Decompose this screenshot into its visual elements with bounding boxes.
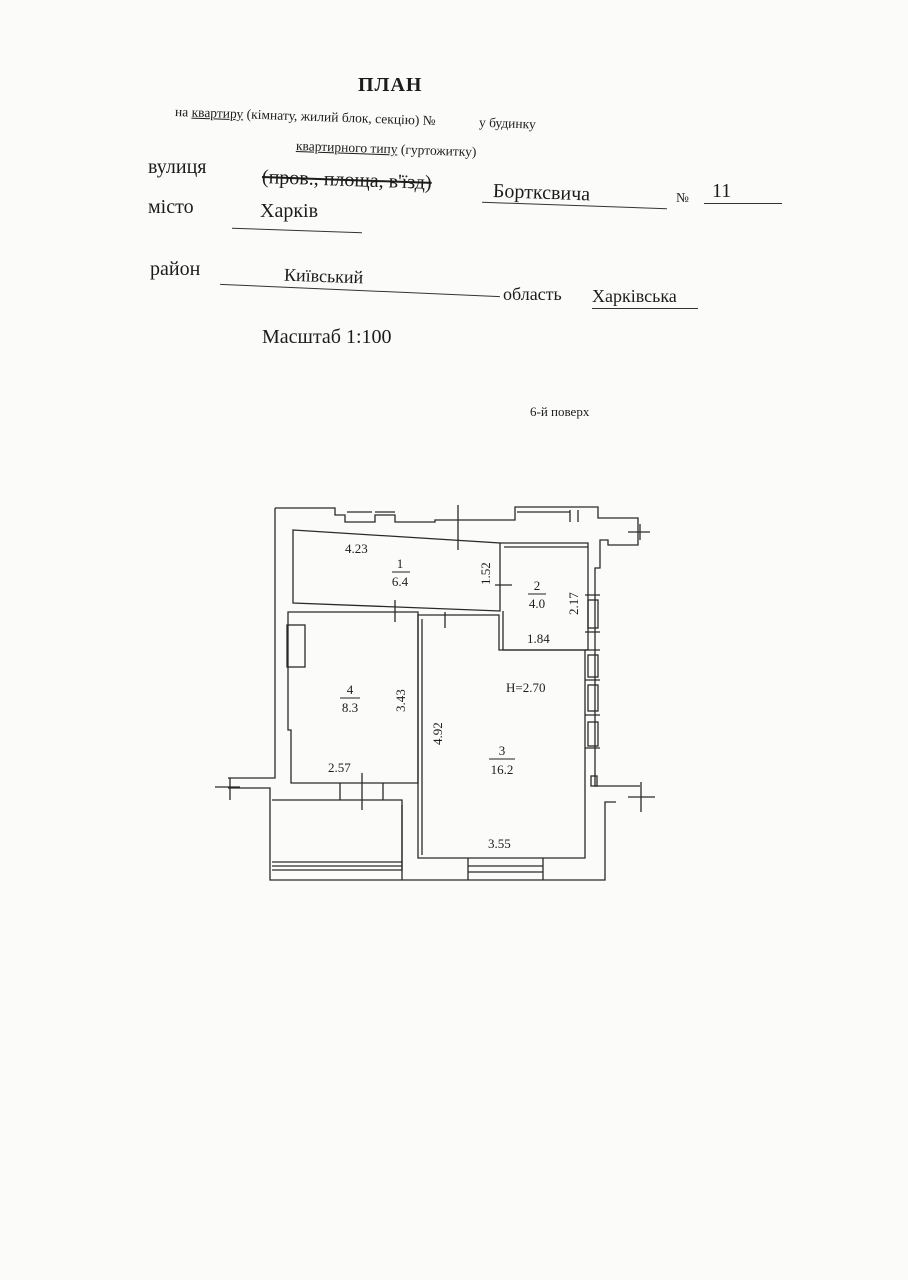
street-label: вулиця xyxy=(148,156,207,178)
district-label: район xyxy=(150,258,201,280)
region-underline xyxy=(592,308,698,309)
number-label: № xyxy=(676,190,689,205)
city-value: Харків xyxy=(260,200,319,222)
dimension-4-92: 4.92 xyxy=(430,722,445,745)
room-2-area: 4.0 xyxy=(529,596,545,611)
ceiling-height: H=2.70 xyxy=(506,680,545,695)
scale-label: Масштаб 1:100 xyxy=(262,326,392,348)
room-4-area: 8.3 xyxy=(342,700,358,715)
city-label: місто xyxy=(148,196,194,218)
room-3-number: 3 xyxy=(499,743,506,758)
room-3-area: 16.2 xyxy=(491,762,514,777)
floor-label: 6-й поверх xyxy=(530,404,590,419)
dimension-1-52: 1.52 xyxy=(478,562,493,585)
room-1-area: 6.4 xyxy=(392,574,409,589)
document-title: ПЛАН xyxy=(358,74,423,96)
walls xyxy=(215,505,655,881)
dimension-3-55: 3.55 xyxy=(488,836,511,851)
dimension-1-84: 1.84 xyxy=(527,631,550,646)
room-4-number: 4 xyxy=(347,682,354,697)
dimension-4-23: 4.23 xyxy=(345,541,368,556)
room-2-number: 2 xyxy=(534,578,541,593)
dimension-3-43: 3.43 xyxy=(393,689,408,712)
region-value: Харківська xyxy=(592,286,677,306)
room-1-number: 1 xyxy=(397,556,404,571)
region-label: область xyxy=(503,284,562,304)
number-value: 11 xyxy=(712,180,732,202)
number-underline xyxy=(704,203,782,204)
dimension-2-57: 2.57 xyxy=(328,760,351,775)
dimension-2-17: 2.17 xyxy=(566,592,581,615)
